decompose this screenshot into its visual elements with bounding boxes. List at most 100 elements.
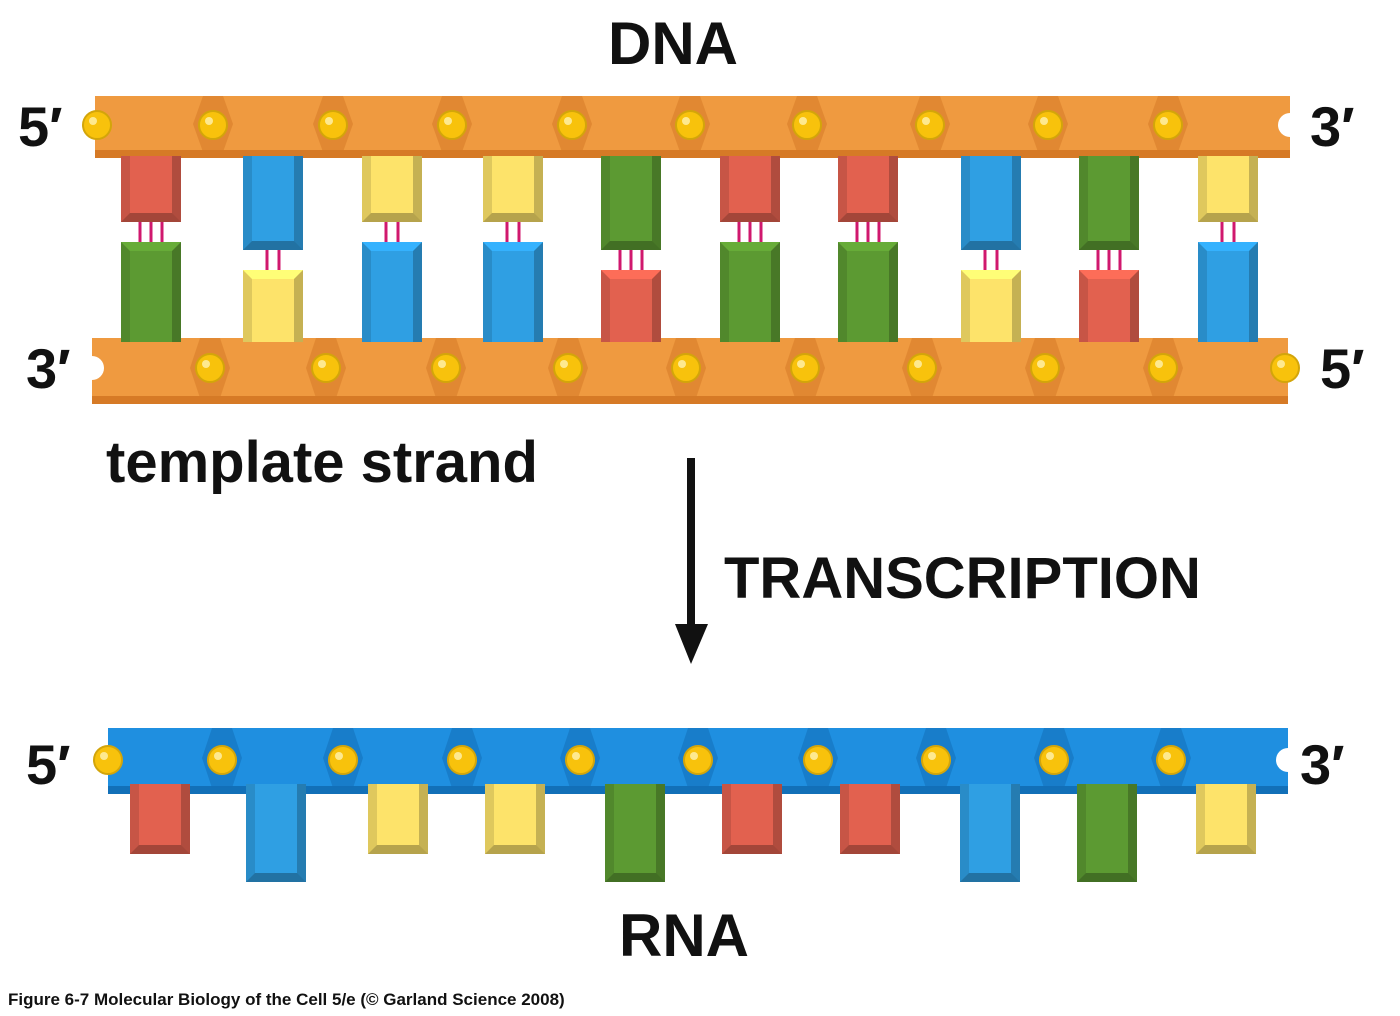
base-green [601,156,661,250]
base-side-right [1012,270,1021,342]
base-face [722,784,782,854]
base-green [720,242,780,342]
phosphate-highlight [678,360,686,368]
dna-top-5prime-notch [1278,113,1302,137]
base-side-left [368,784,377,854]
base-face [840,784,900,854]
phosphate-highlight [572,752,580,760]
phosphate [671,353,701,383]
base-side-left [720,242,729,342]
phosphate [792,110,822,140]
base-bottom-bevel [961,241,1021,250]
base-side-left [362,156,371,222]
base-bottom-bevel [605,873,665,882]
base-top-bevel [1079,270,1139,279]
base-pair [483,156,543,342]
transcription-arrow [675,458,708,664]
base-face [362,156,422,222]
base-top-bevel [243,270,303,279]
base-face [243,156,303,250]
base-bottom-bevel [720,213,780,222]
base-blue [1198,242,1258,342]
base-face [362,242,422,342]
base-top-bevel [1198,242,1258,251]
base-side-right [771,242,780,342]
base-bottom-bevel [368,845,428,854]
dna-bottom-phosphates [195,353,1300,383]
base-side-right [1130,270,1139,342]
phosphate-highlight [914,360,922,368]
phosphate-highlight [560,360,568,368]
base-face [1198,156,1258,222]
base-face [961,156,1021,250]
base-side-right [172,156,181,222]
base-green [838,242,898,342]
base-side-left [121,242,130,342]
phosphate [311,353,341,383]
base-top-bevel [961,270,1021,279]
base-face [243,270,303,342]
phosphate-highlight [797,360,805,368]
base-side-left [1077,784,1086,882]
base-side-right [534,156,543,222]
phosphate-highlight [928,752,936,760]
phosphate-highlight [799,117,807,125]
phosphate-highlight [454,752,462,760]
phosphate [1030,353,1060,383]
base-face [601,270,661,342]
base-side-right [294,270,303,342]
dna-top-phosphates [82,110,1183,140]
dna-base-pairs [121,156,1258,342]
phosphate-highlight [205,117,213,125]
dna-bottom-3prime-notch [80,356,104,380]
base-side-right [1011,784,1020,882]
base-bottom-bevel [485,845,545,854]
base-yellow [961,270,1021,342]
base-pair [362,156,422,342]
base-pair [601,156,661,342]
base-side-left [1196,784,1205,854]
base-face [838,156,898,222]
dna-bottom-right-end-label: 5′ [1320,337,1365,400]
base-side-right [534,242,543,342]
phosphate [82,110,112,140]
base-side-right [891,784,900,854]
phosphate-highlight [1040,117,1048,125]
base-side-left [1079,156,1088,250]
base-top-bevel [720,242,780,251]
base-face [1079,156,1139,250]
phosphate-highlight [1155,360,1163,368]
base-face [483,156,543,222]
rna-base-red [722,784,782,854]
phosphate-highlight [444,117,452,125]
base-red [720,156,780,222]
base-top-bevel [483,242,543,251]
template-strand-label: template strand [106,430,538,495]
base-yellow [362,156,422,222]
base-side-left [246,784,255,882]
base-face [1198,242,1258,342]
base-side-right [1249,242,1258,342]
rna-title: RNA [619,902,749,969]
base-side-right [297,784,306,882]
rna-base-yellow [1196,784,1256,854]
base-top-bevel [121,242,181,251]
base-side-left [243,156,252,250]
phosphate [195,353,225,383]
dna-bottom-backbone-shade [92,396,1288,404]
base-blue [483,242,543,342]
base-bottom-bevel [130,845,190,854]
phosphate [1153,110,1183,140]
base-side-left [960,784,969,882]
rna-3prime-notch [1276,748,1300,772]
phosphate [318,110,348,140]
phosphate-highlight [89,117,97,125]
base-yellow [243,270,303,342]
phosphate [915,110,945,140]
base-side-right [1128,784,1137,882]
base-side-right [413,242,422,342]
base-side-left [1198,242,1207,342]
base-blue [362,242,422,342]
base-yellow [483,156,543,222]
base-side-right [1130,156,1139,250]
